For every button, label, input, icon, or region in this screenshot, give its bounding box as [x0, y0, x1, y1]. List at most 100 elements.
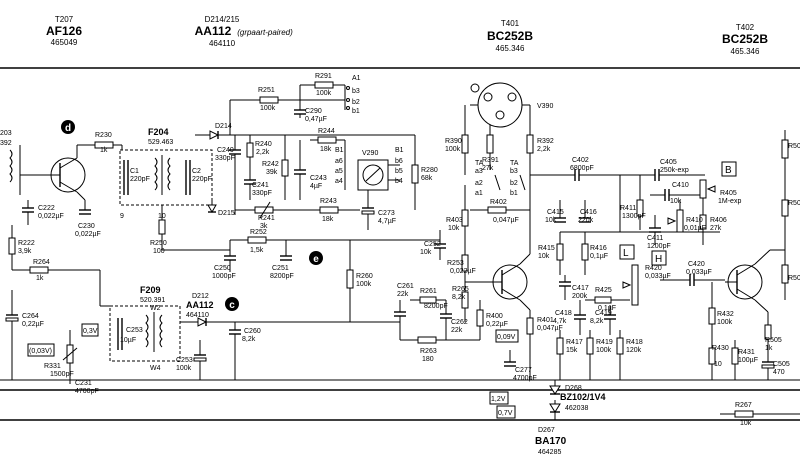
svg-text:8200pF: 8200pF: [424, 303, 448, 310]
resistor-r253: R253 0,022µF: [447, 245, 476, 285]
svg-text:R425: R425: [595, 287, 612, 294]
svg-text:10k: 10k: [545, 217, 557, 224]
capacitor-c418: C418 4,7k: [553, 300, 586, 335]
svg-text:10k: 10k: [448, 225, 460, 232]
svg-text:C241: C241: [252, 182, 269, 189]
svg-text:100k: 100k: [596, 347, 612, 354]
svg-text:BA170: BA170: [535, 436, 567, 447]
svg-text:10k: 10k: [538, 253, 550, 260]
header-d214-215: D214/215 AA112 (grpaart-paired) 464110: [195, 15, 293, 48]
resistor-r252: R252 1,5k: [230, 229, 300, 254]
resistor-r402: R402 0,047µF: [470, 199, 530, 224]
svg-text:100k: 100k: [445, 146, 461, 153]
svg-text:464110: 464110: [186, 312, 209, 319]
resistor-r222: R222 3,9k: [8, 225, 35, 270]
resistor-r263: R263 180: [400, 336, 480, 363]
svg-text:R243: R243: [320, 198, 337, 205]
voltage-box-1-2v: 1,2V: [489, 391, 509, 405]
t401-type: BC252B: [487, 29, 533, 43]
svg-text:4700pF: 4700pF: [75, 388, 99, 395]
svg-text:V390: V390: [537, 103, 553, 110]
svg-text:0,033µF: 0,033µF: [686, 269, 712, 276]
capacitor-c231: C231 4700pF: [69, 380, 99, 395]
svg-text:250k-exp: 250k-exp: [660, 167, 689, 174]
svg-text:4,7k: 4,7k: [553, 318, 567, 325]
svg-text:b3: b3: [352, 88, 360, 95]
svg-text:C411: C411: [647, 235, 663, 242]
d214-part: 464110: [209, 39, 236, 48]
switch-a1: A1 b3 b2 b1: [344, 75, 361, 115]
t401-part: 465.346: [496, 44, 525, 53]
svg-text:39k: 39k: [266, 169, 278, 176]
resistor-r251: R251 100k: [258, 87, 345, 112]
svg-text:27k: 27k: [482, 165, 494, 172]
svg-text:R405: R405: [720, 190, 737, 197]
svg-text:27k: 27k: [710, 225, 722, 232]
svg-text:C419: C419: [595, 310, 612, 317]
svg-text:3k: 3k: [260, 223, 268, 230]
svg-text:C222: C222: [38, 205, 55, 212]
f209-label: F209: [140, 285, 161, 295]
svg-text:0,047µF: 0,047µF: [493, 217, 519, 224]
svg-text:R410: R410: [686, 217, 703, 224]
svg-text:R432: R432: [717, 311, 734, 318]
svg-text:8,2k: 8,2k: [452, 294, 466, 301]
tube-v390: V390: [470, 82, 553, 128]
svg-text:BZ102/1V4: BZ102/1V4: [560, 392, 606, 402]
svg-text:R503: R503: [788, 143, 800, 150]
svg-text:R241: R241: [258, 215, 275, 222]
svg-text:R501: R501: [788, 275, 800, 282]
svg-text:10: 10: [714, 361, 722, 368]
svg-text:W2: W2: [150, 305, 161, 312]
svg-text:100k: 100k: [260, 105, 276, 112]
resistor-r240: R240 2,2k: [246, 135, 272, 170]
d214-note: (grpaart-paired): [237, 28, 293, 37]
svg-text:R502: R502: [788, 200, 800, 207]
svg-text:R402: R402: [490, 199, 507, 206]
svg-text:8200pF: 8200pF: [270, 273, 294, 280]
marker-d-circle: [61, 120, 75, 134]
svg-text:C277: C277: [515, 367, 532, 374]
capacitor-c417: C417 200k: [559, 275, 589, 300]
t207-part: 465049: [51, 38, 78, 47]
svg-text:R411: R411: [620, 205, 636, 212]
resistor-r243: R243 18k: [319, 198, 360, 223]
resistor-r400: R400 0,22µF: [476, 300, 508, 340]
voltage-box-0-7v: 0,7V: [496, 405, 516, 419]
svg-text:R261: R261: [420, 288, 437, 295]
svg-text:C273: C273: [378, 210, 395, 217]
resistor-r403: R403 10k: [446, 185, 469, 245]
diode-d214: D214: [195, 123, 345, 140]
resistor-r431: R431 100µF: [731, 340, 758, 380]
svg-text:R242: R242: [262, 161, 279, 168]
svg-text:a4: a4: [335, 178, 343, 185]
resistor-r261: R261 8200pF: [410, 288, 448, 310]
svg-text:A1: A1: [352, 75, 361, 82]
supply-rails: [0, 67, 800, 421]
svg-text:1k: 1k: [36, 275, 44, 282]
marker-e-circle: [309, 251, 323, 265]
resistor-r418: R418 120k: [616, 330, 643, 380]
diode-d212: D212 AA112 464110: [180, 293, 235, 327]
svg-text:22k: 22k: [397, 291, 409, 298]
svg-text:2,2k: 2,2k: [256, 149, 270, 156]
svg-text:8,2k: 8,2k: [242, 336, 256, 343]
svg-text:R260: R260: [356, 273, 373, 280]
capacitor-c290: C290 0,47µF: [294, 85, 327, 123]
svg-text:R265: R265: [452, 286, 469, 293]
boxed-marker-l: L: [619, 244, 635, 260]
svg-text:0,1µF: 0,1µF: [598, 305, 616, 312]
svg-text:C264: C264: [22, 313, 39, 320]
svg-text:b1: b1: [352, 108, 360, 115]
capacitor-c410: C410 10k: [650, 182, 700, 205]
svg-text:R244: R244: [318, 128, 335, 135]
potentiometer-r410: R410 0,01µF: [667, 200, 706, 233]
svg-text:C405: C405: [660, 159, 677, 166]
svg-text:AA112: AA112: [186, 300, 214, 310]
svg-text:R390: R390: [445, 138, 462, 145]
transistor-t207: [44, 145, 86, 201]
svg-text:C253: C253: [126, 327, 143, 334]
svg-text:a1: a1: [475, 190, 483, 197]
svg-text:b5: b5: [395, 168, 403, 175]
